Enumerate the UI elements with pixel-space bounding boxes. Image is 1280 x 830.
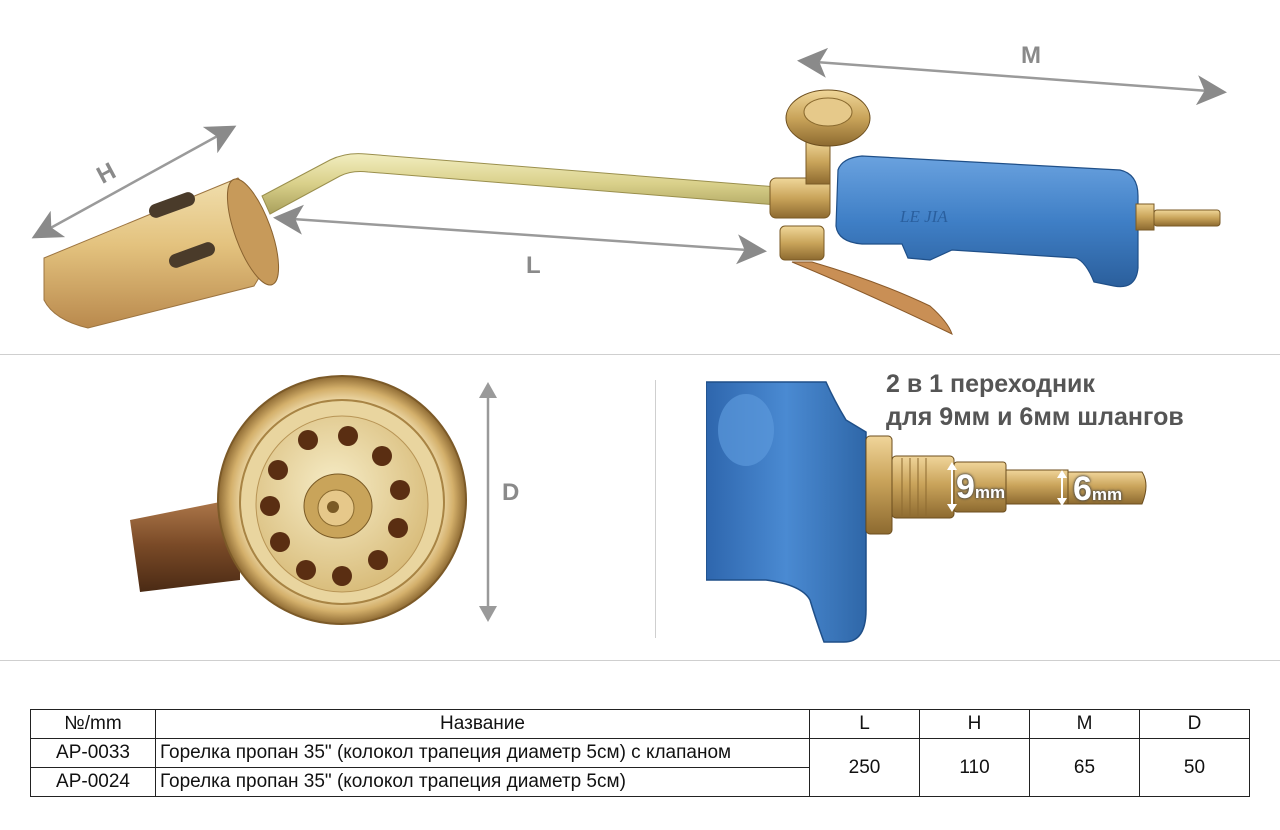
blue-handle: LE JIA xyxy=(835,155,1139,288)
row-code: AP-0024 xyxy=(30,767,156,797)
adapter-illustration xyxy=(706,381,1147,643)
adapter-title: 2 в 1 переходник для 9мм и 6мм шлангов xyxy=(886,368,1184,434)
valve-assembly xyxy=(769,89,953,335)
header-l: L xyxy=(809,709,920,739)
torch-illustration: LE JIA xyxy=(31,47,1227,335)
row-name: Горелка пропан 35" (колокол трапеция диа… xyxy=(155,767,810,797)
table-row: AP-0033 Горелка пропан 35" (колокол трап… xyxy=(30,738,1250,797)
bell-face-illustration xyxy=(130,375,467,625)
size-9-value: 9 xyxy=(956,468,975,506)
m-dimension-label: M xyxy=(1021,42,1041,69)
l-dimension-label: L xyxy=(526,252,541,279)
table-row: AP-0024 Горелка пропан 35" (колокол трап… xyxy=(30,767,1250,797)
l-dimension-arrow xyxy=(273,204,767,265)
m-dimension-arrow xyxy=(797,47,1227,106)
torch-tube xyxy=(261,153,791,215)
header-h: H xyxy=(919,709,1030,739)
row-code: AP-0033 xyxy=(30,738,156,768)
handle-logo: LE JIA xyxy=(899,207,948,226)
size-9-unit: mm xyxy=(974,483,1006,502)
adapter-title-line2: для 9мм и 6мм шлангов xyxy=(886,403,1184,431)
section-divider-vertical xyxy=(655,380,656,638)
h-dimension-arrow xyxy=(31,125,237,239)
header-m: M xyxy=(1029,709,1140,739)
value-d: 50 xyxy=(1139,738,1250,797)
size-6-unit: mm xyxy=(1091,485,1123,504)
size-9mm-label: 9mm xyxy=(956,468,1005,507)
burner-bell xyxy=(43,177,280,329)
d-dimension-label: D xyxy=(502,479,520,506)
value-h: 110 xyxy=(919,738,1030,797)
d-dimension-arrow xyxy=(479,382,497,622)
spec-table-header: №/mm Название L H M D xyxy=(30,709,1250,739)
header-name: Название xyxy=(155,709,810,739)
row-name: Горелка пропан 35" (колокол трапеция диа… xyxy=(155,738,810,768)
size-6-value: 6 xyxy=(1073,470,1092,508)
section-divider-top xyxy=(0,354,1280,355)
section-divider-bottom xyxy=(0,660,1280,661)
size-6mm-label: 6mm xyxy=(1073,470,1122,509)
header-code: №/mm xyxy=(30,709,156,739)
spec-table: №/mm Название L H M D AP-0033 Горелка пр… xyxy=(30,709,1250,797)
value-m: 65 xyxy=(1029,738,1140,797)
value-l: 250 xyxy=(809,738,920,797)
header-d: D xyxy=(1139,709,1250,739)
hose-nipple xyxy=(1135,203,1221,231)
adapter-title-line1: 2 в 1 переходник xyxy=(886,370,1095,398)
